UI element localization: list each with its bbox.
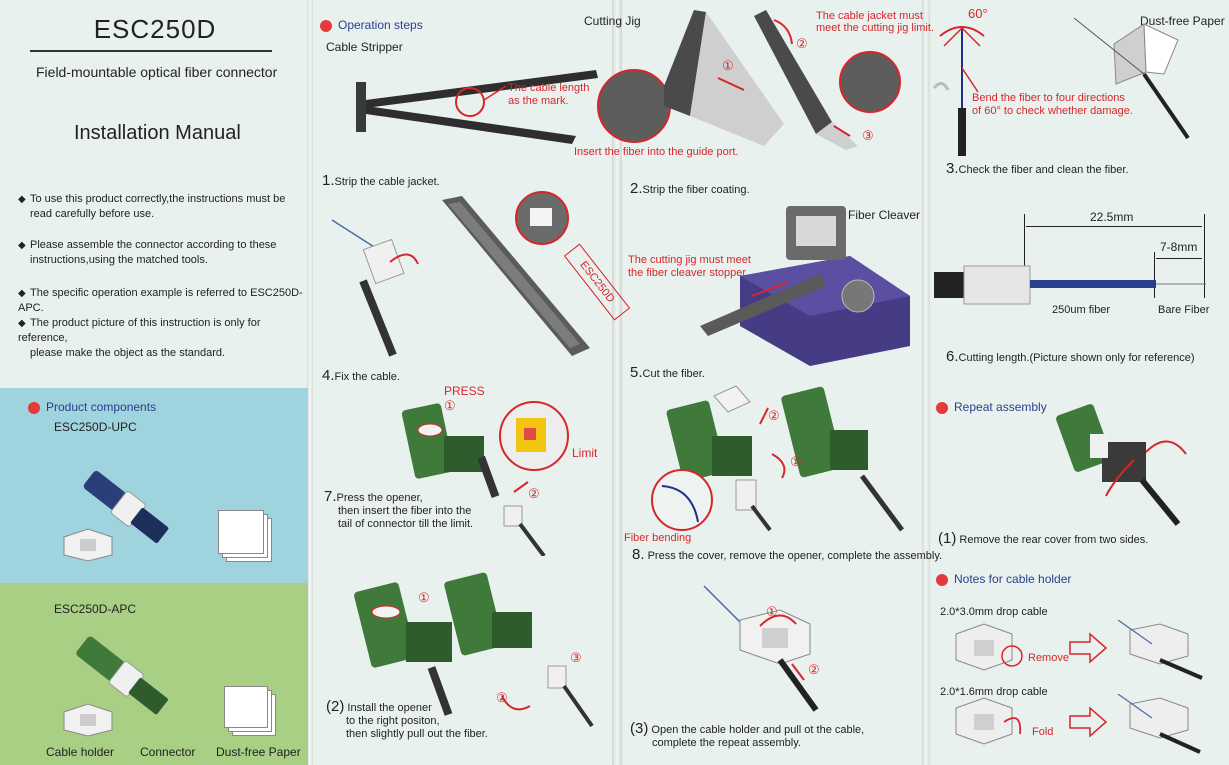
dimension-line: [1024, 214, 1025, 274]
press-label: PRESS: [444, 384, 485, 398]
cable-holder-notes-heading: Notes for cable holder: [936, 572, 1071, 586]
upc-connector-illustration: [83, 471, 169, 544]
components-heading: Product components: [28, 400, 156, 414]
product-subtitle: Field-mountable optical fiber connector: [36, 64, 278, 80]
cutting-jig-illustration: [597, 10, 901, 150]
circled-number: ①: [790, 454, 802, 469]
fiber-250-label: 250um fiber: [1052, 304, 1111, 316]
circled-number: ②: [528, 486, 540, 501]
diamond-icon: ◆: [18, 318, 26, 329]
circled-number: ①: [722, 58, 734, 73]
remove-label: Remove: [1028, 652, 1069, 664]
bend-fiber-illustration: [932, 26, 985, 156]
operation-steps-heading: Operation steps: [320, 18, 423, 32]
fold-holder-illustration: [955, 694, 1201, 754]
dust-free-paper-label: Dust-free Paper: [216, 745, 301, 759]
bare-fiber-label: Bare Fiber: [1158, 304, 1210, 316]
diamond-icon: ◆: [18, 240, 26, 251]
diamond-icon: ◆: [18, 288, 26, 299]
step-repeat-2: (2) Install the opener to the right posi…: [326, 698, 488, 740]
circled-number: ③: [570, 650, 582, 665]
step-2: 2.Strip the fiber coating.: [630, 180, 750, 197]
circled-number: ①: [444, 398, 456, 413]
drop-cable-2-label: 2.0*1.6mm drop cable: [940, 686, 1048, 698]
remove-rear-cover-illustration: [1056, 404, 1187, 526]
repeat-assembly-heading: Repeat assembly: [936, 400, 1047, 414]
cable-holder-illustration: [63, 703, 113, 737]
open-holder-illustration: [703, 585, 819, 712]
dimension-line: [1154, 252, 1155, 298]
clean-fiber-illustration: [1073, 17, 1190, 140]
fiber-cleaver-label: Fiber Cleaver: [848, 208, 921, 222]
connector-body: [83, 471, 126, 510]
page-fold: [922, 0, 930, 765]
circled-number: ③: [862, 128, 874, 143]
fold-label: Fold: [1032, 726, 1054, 738]
dust-free-paper-label: Dust-free Paper: [1140, 14, 1225, 28]
cutting-length-illustration: [934, 265, 1206, 305]
bullet-dot-icon: [936, 573, 948, 586]
dimension-line: [1204, 214, 1205, 298]
dimension-arrow: [1156, 258, 1202, 259]
circled-number: ②: [808, 662, 820, 677]
bare-length: 7-8mm: [1160, 240, 1198, 254]
step-repeat-3: (3) Open the cable holder and pull ot th…: [630, 720, 865, 749]
press-cover-illustration: [651, 385, 905, 532]
fix-cable-illustration: [331, 191, 590, 357]
product-title: ESC250D: [93, 14, 217, 44]
bullet-dot-icon: [320, 19, 332, 32]
upc-label: ESC250D-UPC: [54, 420, 137, 434]
step-7: 7.Press the opener, then insert the fibe…: [324, 488, 474, 530]
page-fold: [307, 0, 313, 765]
install-opener-illustration: [354, 572, 594, 728]
circled-number: ②: [796, 36, 808, 51]
apc-label: ESC250D-APC: [54, 602, 137, 616]
title-rule: [30, 50, 272, 52]
cable-stripper-label: Cable Stripper: [326, 40, 403, 54]
step-5: 5.Cut the fiber.: [630, 364, 705, 381]
apc-connector-illustration: [76, 636, 168, 715]
circled-number: ②: [496, 690, 508, 705]
bullet-item: ◆The product picture of this instruction…: [18, 317, 261, 359]
diamond-icon: ◆: [18, 194, 26, 205]
step-4: 4.Fix the cable.: [322, 367, 400, 384]
step-8: 8. Press the cover, remove the opener, c…: [632, 546, 943, 563]
remove-holder-illustration: [955, 620, 1203, 680]
bullet-item: ◆The specific operation example is refer…: [18, 287, 303, 314]
insert-fiber-illustration: [401, 401, 569, 556]
limit-label: Limit: [572, 446, 598, 460]
step-3: 3.Check the fiber and clean the fiber.: [946, 160, 1129, 177]
total-length: 22.5mm: [1090, 210, 1134, 224]
circled-number: ①: [766, 604, 778, 619]
bullet-dot-icon: [936, 401, 948, 414]
step-1: 1.Strip the cable jacket.: [322, 172, 440, 189]
circled-number: ②: [768, 408, 780, 423]
cable-holder-illustration: [63, 528, 113, 562]
manual-heading: Installation Manual: [74, 122, 241, 144]
step-repeat-1: (1) Remove the rear cover from two sides…: [938, 530, 1149, 547]
bullet-dot-icon: [28, 401, 40, 414]
step-6: 6.Cutting length.(Picture shown only for…: [946, 348, 1195, 365]
cable-stripper-illustration: [356, 70, 598, 144]
insert-note: Insert the fiber into the guide port.: [574, 146, 739, 158]
circled-number: ①: [418, 590, 430, 605]
bullet-item: ◆To use this product correctly,the instr…: [18, 193, 286, 220]
angle-label: 60°: [968, 6, 988, 21]
fiber-bending-label: Fiber bending: [624, 532, 692, 544]
cable-holder-label: Cable holder: [46, 745, 115, 759]
drop-cable-1-label: 2.0*3.0mm drop cable: [940, 606, 1048, 618]
connector-label: Connector: [140, 745, 196, 759]
bullet-item: ◆Please assemble the connector according…: [18, 239, 277, 266]
connector-tail: [130, 507, 169, 544]
dimension-arrow: [1026, 226, 1202, 227]
cutting-jig-label: Cutting Jig: [584, 14, 641, 28]
fiber-cleaver-illustration: [700, 206, 910, 366]
dust-free-paper-icon: [224, 686, 268, 728]
page-fold: [612, 0, 622, 765]
